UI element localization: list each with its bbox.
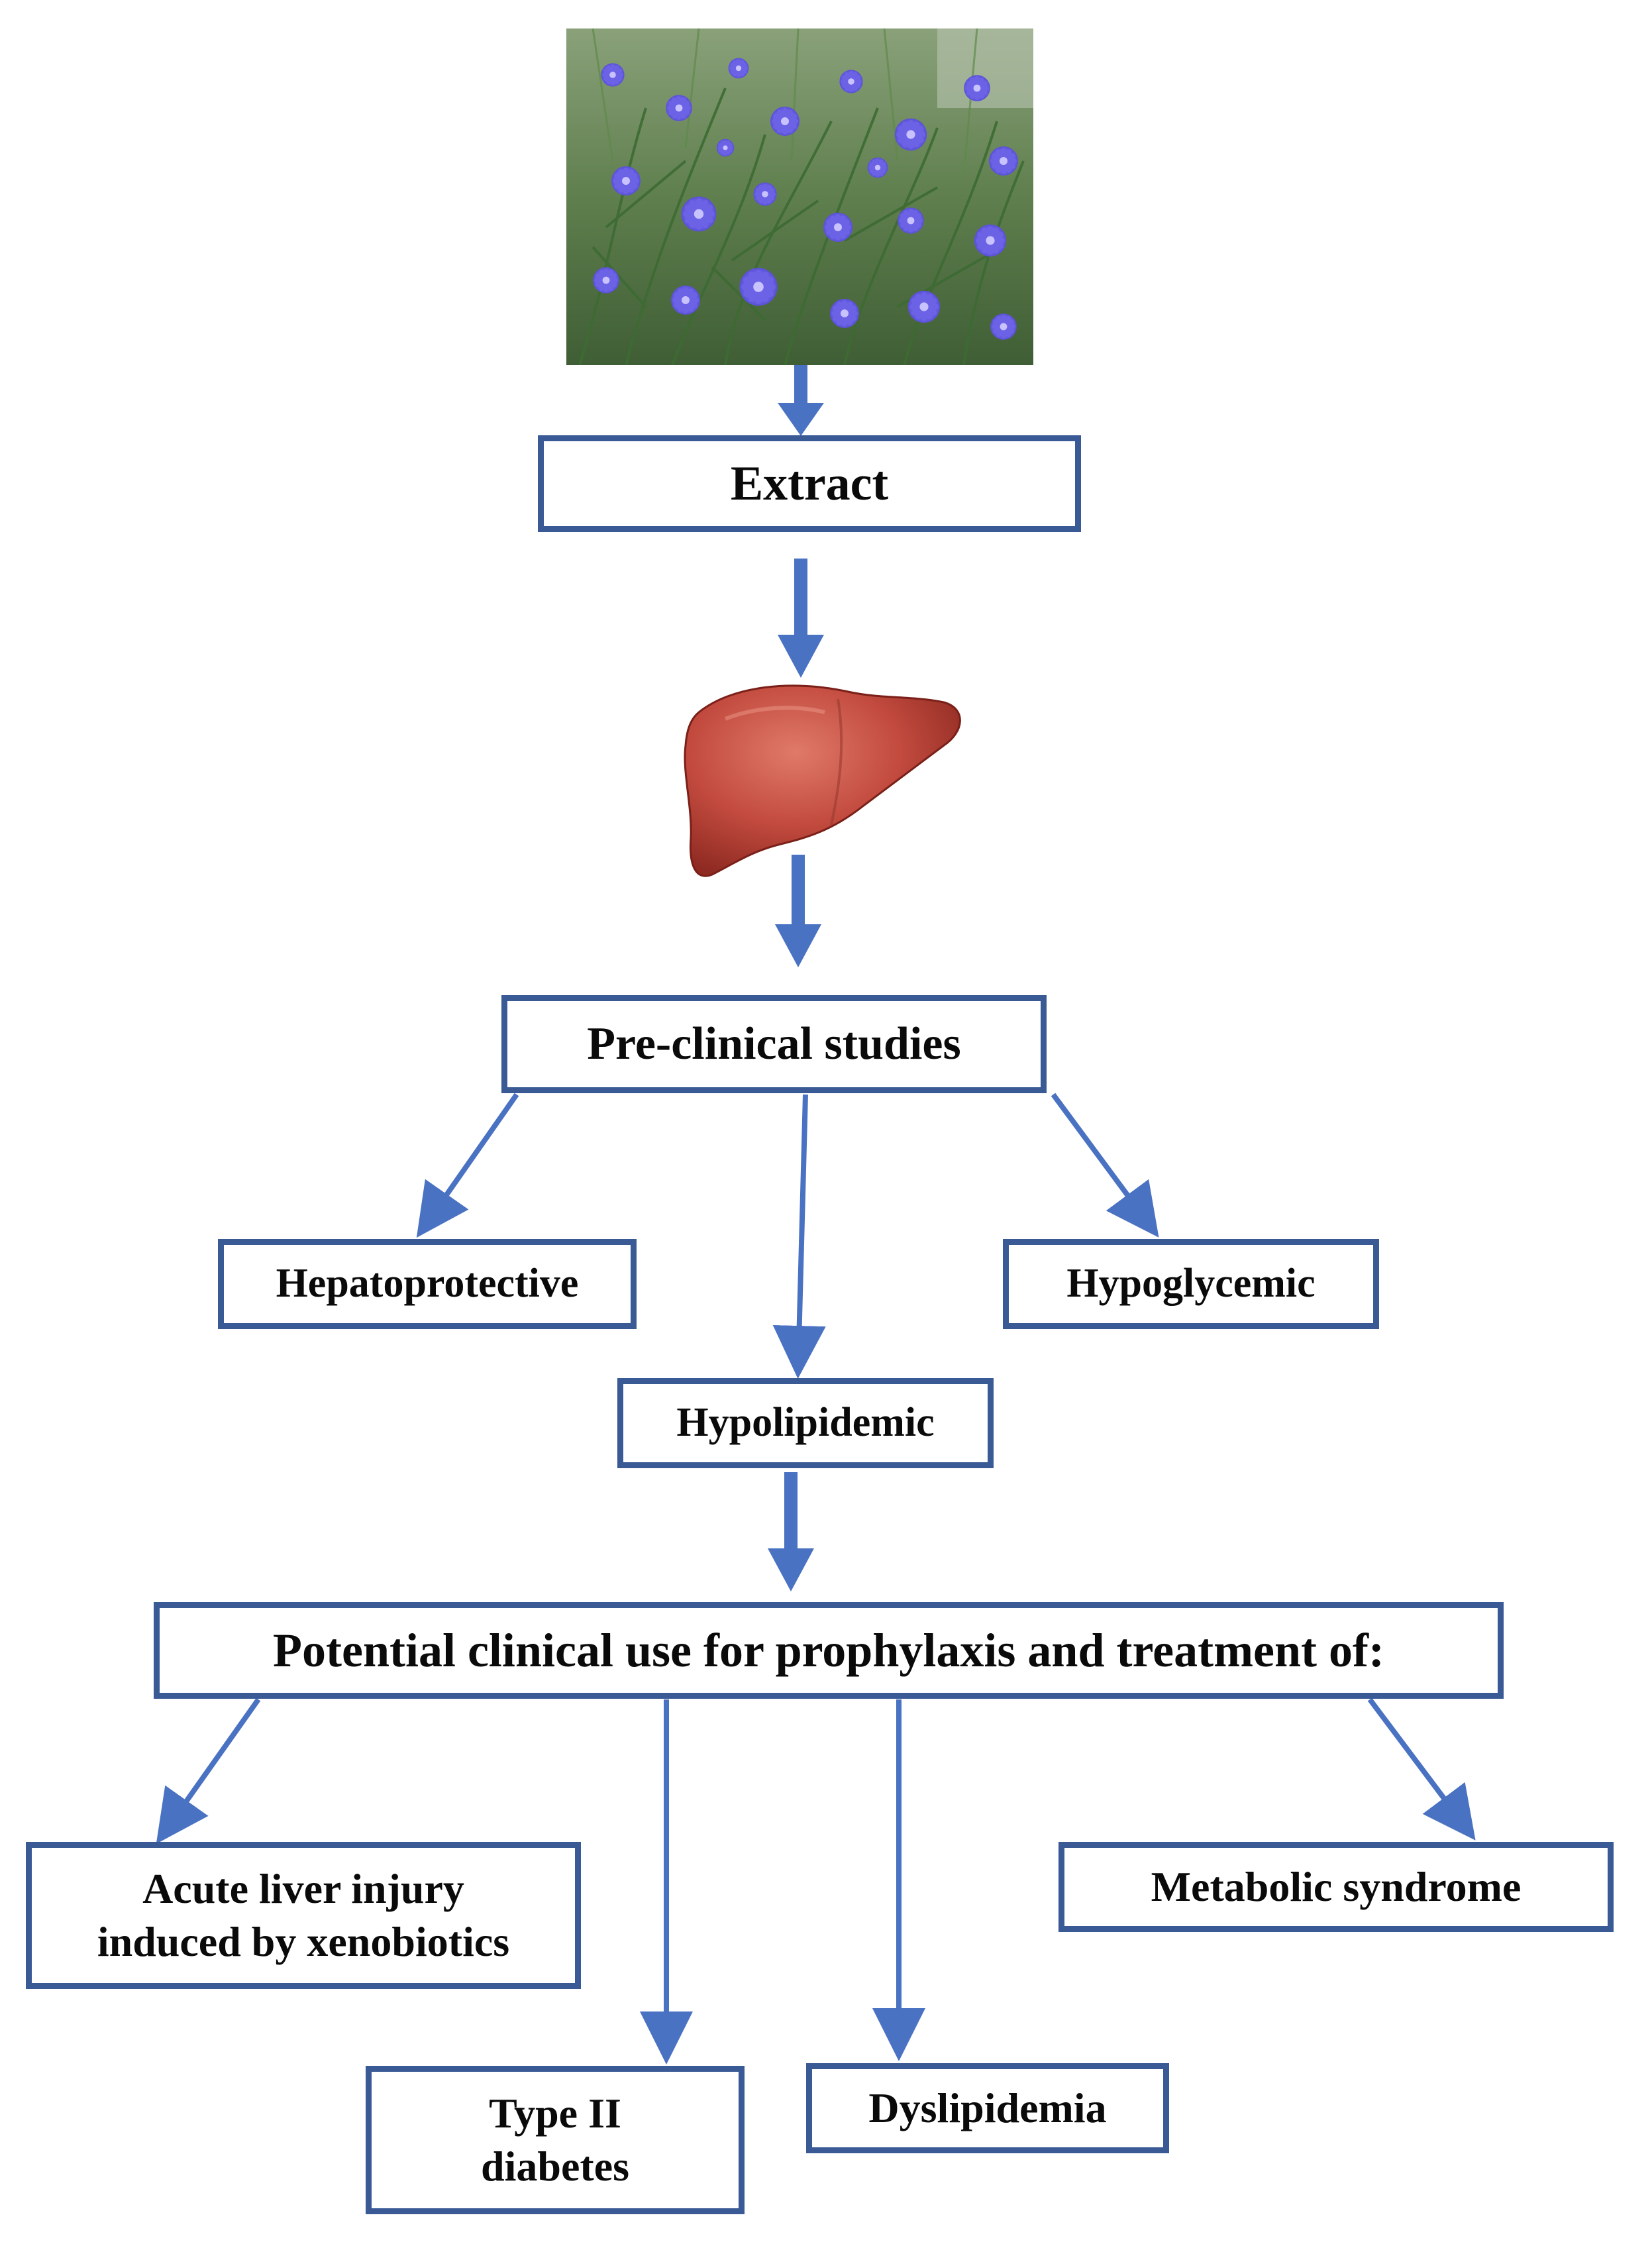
arrow-photo-to-extract bbox=[794, 365, 807, 405]
node-type2-line1: Type II bbox=[489, 2090, 621, 2137]
node-metabolic-syndrome-label: Metabolic syndrome bbox=[1151, 1863, 1522, 1910]
node-clinical-use: Potential clinical use for prophylaxis a… bbox=[154, 1602, 1504, 1699]
arrow-to-hypoglycemic bbox=[1051, 1093, 1159, 1238]
node-dyslipidemia: Dyslipidemia bbox=[806, 2063, 1169, 2153]
node-preclinical-label: Pre-clinical studies bbox=[587, 1018, 961, 1070]
node-extract-label: Extract bbox=[730, 456, 889, 511]
thick-arrows bbox=[768, 365, 824, 1591]
arrow-liver-to-preclinical-head bbox=[775, 924, 821, 967]
node-hypoglycemic: Hypoglycemic bbox=[1003, 1239, 1379, 1329]
node-acute-liver-injury: Acute liver injury induced by xenobiotic… bbox=[26, 1842, 581, 1989]
node-clinical-use-label: Potential clinical use for prophylaxis a… bbox=[273, 1624, 1384, 1677]
arrow-liver-to-preclinical bbox=[792, 855, 805, 928]
arrow-extract-to-liver bbox=[794, 559, 807, 638]
node-acute-liver-line2: induced by xenobiotics bbox=[97, 1918, 510, 1965]
liver-illustration bbox=[684, 684, 961, 877]
arrow-to-metabolic bbox=[1367, 1697, 1476, 1841]
node-preclinical: Pre-clinical studies bbox=[501, 995, 1047, 1093]
node-acute-liver-line1: Acute liver injury bbox=[142, 1865, 464, 1912]
thin-arrows bbox=[156, 1093, 1476, 2064]
node-hypoglycemic-label: Hypoglycemic bbox=[1066, 1261, 1316, 1307]
plant-photo bbox=[566, 28, 1033, 365]
arrow-hypolipidemic-to-clinical bbox=[784, 1472, 798, 1552]
arrow-hypolipidemic-to-clinical-head bbox=[768, 1548, 814, 1591]
node-extract: Extract bbox=[538, 435, 1081, 532]
arrow-to-hepatoprotective bbox=[416, 1093, 519, 1238]
node-hypolipidemic: Hypolipidemic bbox=[617, 1378, 994, 1468]
liver-icon bbox=[672, 672, 964, 885]
node-type2-diabetes: Type II diabetes bbox=[366, 2066, 745, 2214]
node-hypolipidemic-label: Hypolipidemic bbox=[676, 1400, 935, 1446]
arrow-to-acute-liver bbox=[156, 1697, 261, 1845]
node-type2-line2: diabetes bbox=[481, 2143, 629, 2190]
node-dyslipidemia-label: Dyslipidemia bbox=[868, 2084, 1107, 2131]
arrow-to-hypolipidemic bbox=[772, 1094, 826, 1379]
node-metabolic-syndrome: Metabolic syndrome bbox=[1058, 1842, 1614, 1932]
chicory-flowers-image bbox=[566, 28, 1033, 365]
arrow-photo-to-extract-head bbox=[778, 403, 824, 436]
node-hepatoprotective: Hepatoprotective bbox=[218, 1239, 637, 1329]
node-hepatoprotective-label: Hepatoprotective bbox=[276, 1261, 579, 1307]
arrow-extract-to-liver-head bbox=[778, 635, 824, 678]
